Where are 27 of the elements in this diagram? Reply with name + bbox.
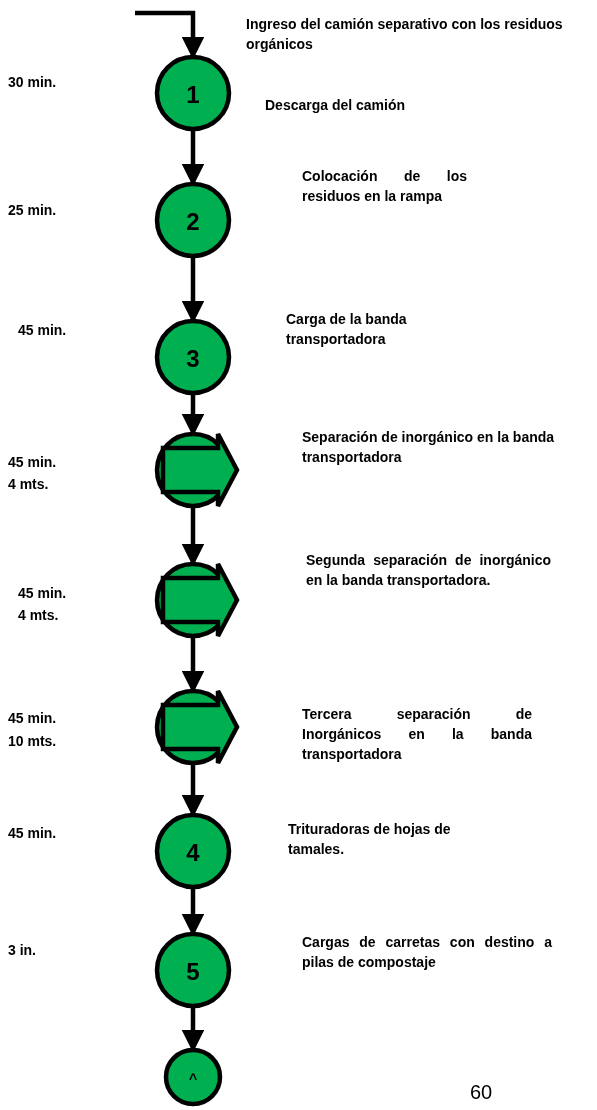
step-description: Trituradoras de hojas de tamales. bbox=[288, 820, 452, 859]
step-number: ^ bbox=[187, 1070, 199, 1089]
duration-label: 4 mts. bbox=[18, 606, 60, 625]
page-number: 60 bbox=[470, 1082, 494, 1102]
step-number: 1 bbox=[185, 83, 201, 107]
step-description: Cargas de carretas con destino a pilas de compostaje bbox=[302, 933, 552, 972]
step-description: Colocación de los residuos en la rampa bbox=[302, 167, 467, 206]
step-number: 2 bbox=[185, 210, 201, 234]
step-description: Carga de la banda transportadora bbox=[286, 310, 408, 349]
step-number: 3 bbox=[185, 347, 201, 371]
step-description: Ingreso del camión separativo con los residuos orgánicos bbox=[246, 15, 564, 54]
duration-label: 45 min. bbox=[18, 321, 68, 340]
duration-label: 45 min. bbox=[8, 709, 58, 728]
duration-label: 4 mts. bbox=[8, 475, 50, 494]
step-description: Segunda separación de inorgánico en la banda transportadora. bbox=[306, 551, 551, 590]
duration-label: 45 min. bbox=[8, 453, 58, 472]
duration-label: 30 min. bbox=[8, 73, 58, 92]
duration-label: 25 min. bbox=[8, 201, 58, 220]
step-description: Separación de inorgánico en la banda transportadora bbox=[302, 428, 556, 467]
duration-label: 3 in. bbox=[8, 941, 37, 960]
step-description: Descarga del camión bbox=[265, 96, 407, 115]
duration-label: 10 mts. bbox=[8, 732, 58, 751]
step-description: Tercera separación de Inorgánicos en la banda transportadora bbox=[302, 705, 532, 764]
step-number: 4 bbox=[185, 841, 201, 865]
duration-label: 45 min. bbox=[8, 824, 58, 843]
step-number: 5 bbox=[185, 960, 201, 984]
duration-label: 45 min. bbox=[18, 584, 68, 603]
